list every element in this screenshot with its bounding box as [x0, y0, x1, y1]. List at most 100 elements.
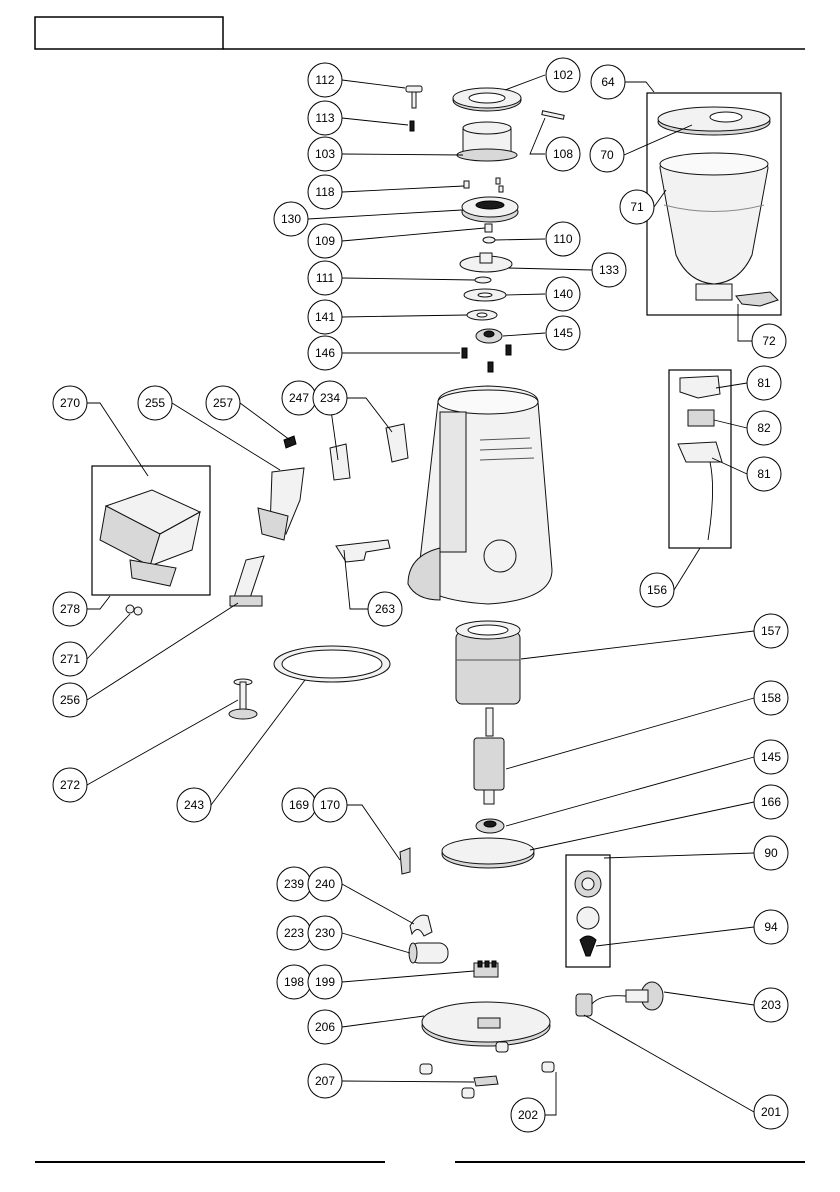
callout-113: 113: [308, 101, 342, 135]
svg-text:72: 72: [762, 334, 776, 348]
callout-141: 141: [308, 300, 342, 334]
screw-109-part: [485, 224, 492, 232]
pin-108-part: [542, 111, 564, 119]
svg-text:271: 271: [60, 652, 80, 666]
screw-112-part: [406, 86, 422, 108]
callout-145-lower: 145: [754, 740, 788, 774]
callout-230: 230: [308, 916, 342, 950]
burr-holder-133-part: [460, 253, 512, 272]
base-plate-206-part: [422, 1002, 550, 1046]
callout-170: 170: [313, 788, 347, 822]
callout-133: 133: [592, 253, 626, 287]
switch-cover-81a-part: [680, 376, 720, 398]
svg-text:247: 247: [289, 391, 309, 405]
svg-text:257: 257: [213, 396, 233, 410]
disc-140-part: [464, 289, 506, 301]
knob-272-part: [229, 679, 257, 719]
callout-243: 243: [177, 788, 211, 822]
callout-207: 207: [308, 1064, 342, 1098]
callout-156: 156: [640, 573, 674, 607]
svg-text:230: 230: [315, 926, 335, 940]
svg-text:270: 270: [60, 396, 80, 410]
svg-text:201: 201: [761, 1105, 781, 1119]
svg-text:166: 166: [761, 795, 781, 809]
svg-text:206: 206: [315, 1020, 335, 1034]
svg-text:255: 255: [145, 396, 165, 410]
callout-166: 166: [754, 785, 788, 819]
svg-text:234: 234: [320, 391, 340, 405]
cable-203-part: [576, 982, 663, 1016]
svg-text:278: 278: [60, 602, 80, 616]
bearing-145a-part: [476, 329, 502, 343]
svg-text:272: 272: [60, 778, 80, 792]
ring-nut-102-part: [453, 88, 521, 111]
svg-text:256: 256: [60, 693, 80, 707]
sleeve-103-part: [457, 122, 517, 161]
svg-text:133: 133: [599, 263, 619, 277]
callout-102: 102: [546, 58, 580, 92]
callout-94: 94: [754, 910, 788, 944]
svg-text:70: 70: [600, 148, 614, 162]
callout-223: 223: [277, 916, 311, 950]
bracket-234-part: [386, 424, 408, 462]
callout-169: 169: [282, 788, 316, 822]
svg-text:110: 110: [553, 232, 572, 246]
svg-text:94: 94: [764, 920, 778, 934]
shutter-72-part: [736, 292, 778, 306]
svg-text:146: 146: [315, 346, 335, 360]
stator-157-part: [456, 621, 520, 704]
callout-103: 103: [308, 137, 342, 171]
knob-94-part: [580, 936, 596, 956]
washer-111-part: [475, 277, 491, 283]
terminal-199-part: [474, 961, 498, 977]
callout-206: 206: [308, 1010, 342, 1044]
svg-text:103: 103: [315, 147, 335, 161]
callout-82: 82: [747, 411, 781, 445]
svg-text:203: 203: [761, 998, 781, 1012]
svg-text:140: 140: [553, 287, 573, 301]
callout-118: 118: [308, 175, 342, 209]
callout-256: 256: [53, 683, 87, 717]
svg-text:141: 141: [315, 310, 335, 324]
screws-118-part: [464, 178, 503, 192]
svg-text:64: 64: [601, 75, 615, 89]
callout-110: 110: [546, 222, 580, 256]
svg-text:113: 113: [315, 111, 334, 125]
dowels-146-part: [462, 345, 511, 372]
bearing-145b-part: [476, 819, 504, 833]
svg-text:158: 158: [761, 691, 781, 705]
callout-158: 158: [754, 681, 788, 715]
callout-109: 109: [308, 224, 342, 258]
svg-text:156: 156: [647, 583, 667, 597]
svg-text:207: 207: [315, 1074, 335, 1088]
svg-text:198: 198: [284, 975, 304, 989]
capacitor-230-part: [409, 943, 448, 963]
chute-255-part: [258, 468, 304, 540]
svg-text:240: 240: [315, 877, 335, 891]
svg-text:108: 108: [553, 147, 573, 161]
callout-112: 112: [308, 63, 342, 97]
callout-70: 70: [590, 138, 624, 172]
flange-166-part: [442, 838, 534, 868]
label-207-part: [474, 1076, 498, 1086]
svg-text:118: 118: [315, 185, 334, 199]
plate-247-part: [330, 444, 350, 480]
callout-255: 255: [138, 386, 172, 420]
callout-130: 130: [274, 202, 308, 236]
svg-text:81: 81: [757, 376, 771, 390]
svg-text:130: 130: [281, 212, 301, 226]
callout-145-upper: 145: [546, 316, 580, 350]
disc-141-part: [467, 310, 497, 320]
svg-text:145: 145: [553, 326, 573, 340]
callout-234: 234: [313, 381, 347, 415]
svg-text:90: 90: [764, 846, 778, 860]
hopper-71-part: [660, 153, 768, 300]
callout-270: 270: [53, 386, 87, 420]
ring-243-part: [274, 646, 390, 682]
knob-90-part: [575, 871, 601, 897]
svg-text:157: 157: [761, 624, 781, 638]
svg-text:71: 71: [630, 200, 644, 214]
washer-110-part: [483, 237, 495, 243]
callout-140: 140: [546, 277, 580, 311]
